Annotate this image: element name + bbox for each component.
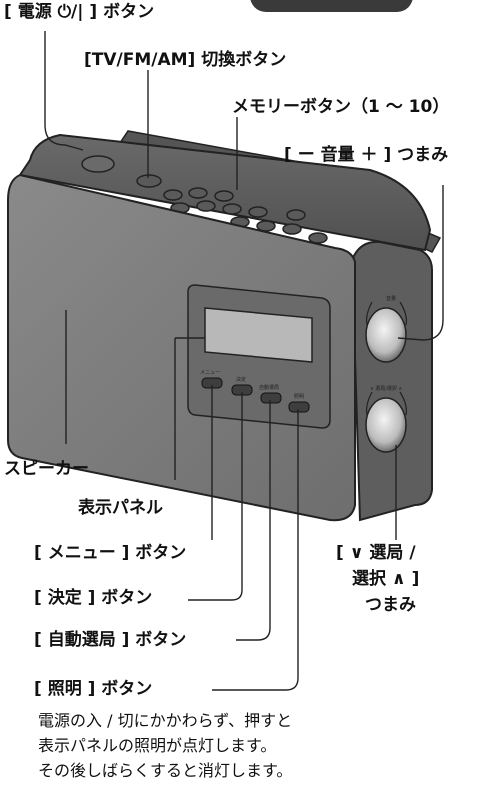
auto-print: 自動選局 — [259, 384, 279, 391]
volume-knob-shape — [365, 307, 407, 363]
label-memory-buttons: メモリーボタン（1 ～ 10） — [232, 97, 450, 117]
light-note-line1: 電源の入 / 切にかかわらず、押すと — [38, 711, 293, 730]
label-tuning-knob-line3: つまみ — [365, 595, 416, 615]
tuning-print: ∨ 選局/選択 ∧ — [370, 385, 403, 392]
light-button-shape — [288, 401, 310, 413]
label-auto-tune-button: [ 自動選局 ] ボタン — [34, 630, 187, 650]
volume-print: 音量 — [386, 295, 396, 302]
tuning-knob-shape — [365, 397, 407, 453]
radio-front-body — [7, 173, 356, 522]
label-speaker: スピーカー — [4, 459, 89, 479]
label-menu-button: [ メニュー ] ボタン — [34, 543, 187, 563]
top-buttons — [81, 155, 328, 244]
leader-lines — [44, 31, 444, 691]
label-display-panel: 表示パネル — [78, 498, 163, 518]
label-volume-knob: [ ー 音量 ＋ ] つまみ — [284, 145, 449, 165]
front-buttons — [201, 377, 310, 413]
label-power-button: [ 電源 ⏻/| ] ボタン — [4, 2, 155, 22]
header-tab — [250, 0, 413, 12]
display-screen — [204, 307, 313, 363]
knobs — [365, 307, 407, 453]
light-note-line2: 表示パネルの照明が点灯します。 — [38, 736, 277, 755]
label-tuning-knob-line2: 選択 ∧ ] — [352, 569, 420, 589]
light-print: 照明 — [294, 394, 304, 400]
label-enter-button: [ 決定 ] ボタン — [34, 588, 153, 608]
light-note-line3: その後しばらくすると消灯します。 — [38, 761, 293, 780]
enter-print: 決定 — [236, 376, 246, 383]
radio-side-panel — [350, 240, 433, 522]
label-tuning-knob-line1: [ ∨ 選局 / — [336, 543, 416, 563]
label-mode-switch: [TV/FM/AM] 切換ボタン — [84, 50, 287, 70]
label-light-button: [ 照明 ] ボタン — [34, 679, 153, 699]
menu-print: メニュー — [200, 370, 220, 376]
auto-button-shape — [260, 392, 282, 404]
